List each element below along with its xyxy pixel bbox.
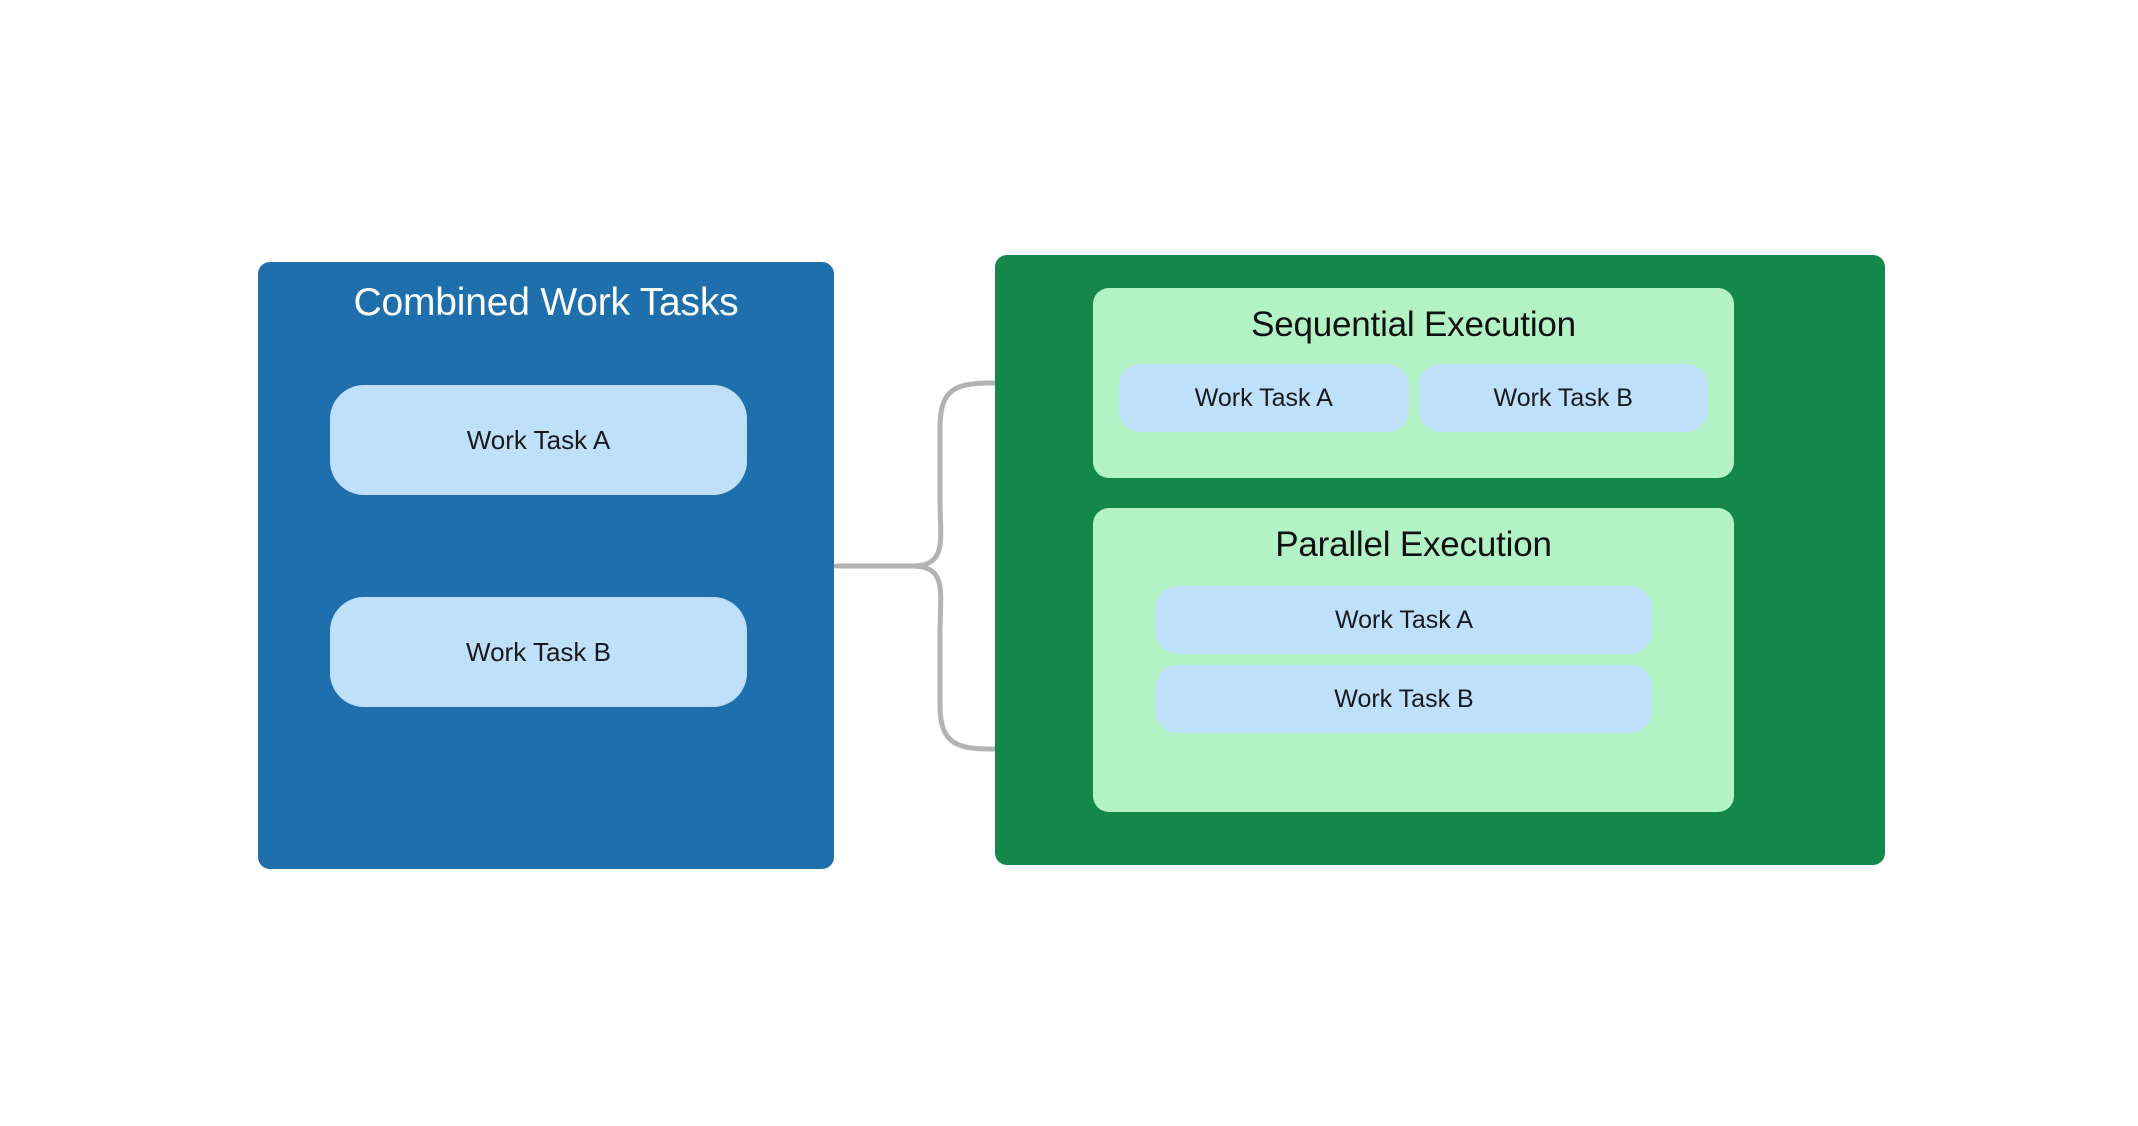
sequential-task-a[interactable]: Work Task A xyxy=(1119,364,1409,432)
combined-work-tasks-title: Combined Work Tasks xyxy=(353,281,739,324)
execution-modes-group: Sequential Execution Work Task A Work Ta… xyxy=(995,255,1885,865)
sequential-task-b-label: Work Task B xyxy=(1493,383,1633,412)
parallel-task-a[interactable]: Work Task A xyxy=(1156,586,1652,654)
sequential-task-b[interactable]: Work Task B xyxy=(1418,364,1708,432)
sequential-task-row: Work Task A Work Task B xyxy=(1119,364,1708,432)
source-task-b[interactable]: Work Task B xyxy=(330,597,747,707)
parallel-task-b[interactable]: Work Task B xyxy=(1156,665,1652,733)
sequential-execution-title: Sequential Execution xyxy=(1251,305,1576,344)
parallel-execution-title: Parallel Execution xyxy=(1275,525,1552,564)
sequential-task-a-label: Work Task A xyxy=(1194,383,1333,412)
source-task-a-label: Work Task A xyxy=(466,424,611,455)
combined-work-tasks-group: Combined Work Tasks Work Task A Work Tas… xyxy=(258,262,834,869)
source-task-a[interactable]: Work Task A xyxy=(330,385,747,495)
sequential-execution-box: Sequential Execution Work Task A Work Ta… xyxy=(1093,288,1734,478)
source-task-b-label: Work Task B xyxy=(466,636,611,667)
parallel-task-a-label: Work Task A xyxy=(1334,605,1473,634)
parallel-execution-box: Parallel Execution Work Task A Work Task… xyxy=(1093,508,1734,812)
parallel-task-stack: Work Task A Work Task B xyxy=(1156,586,1652,733)
parallel-task-b-label: Work Task B xyxy=(1334,684,1474,713)
